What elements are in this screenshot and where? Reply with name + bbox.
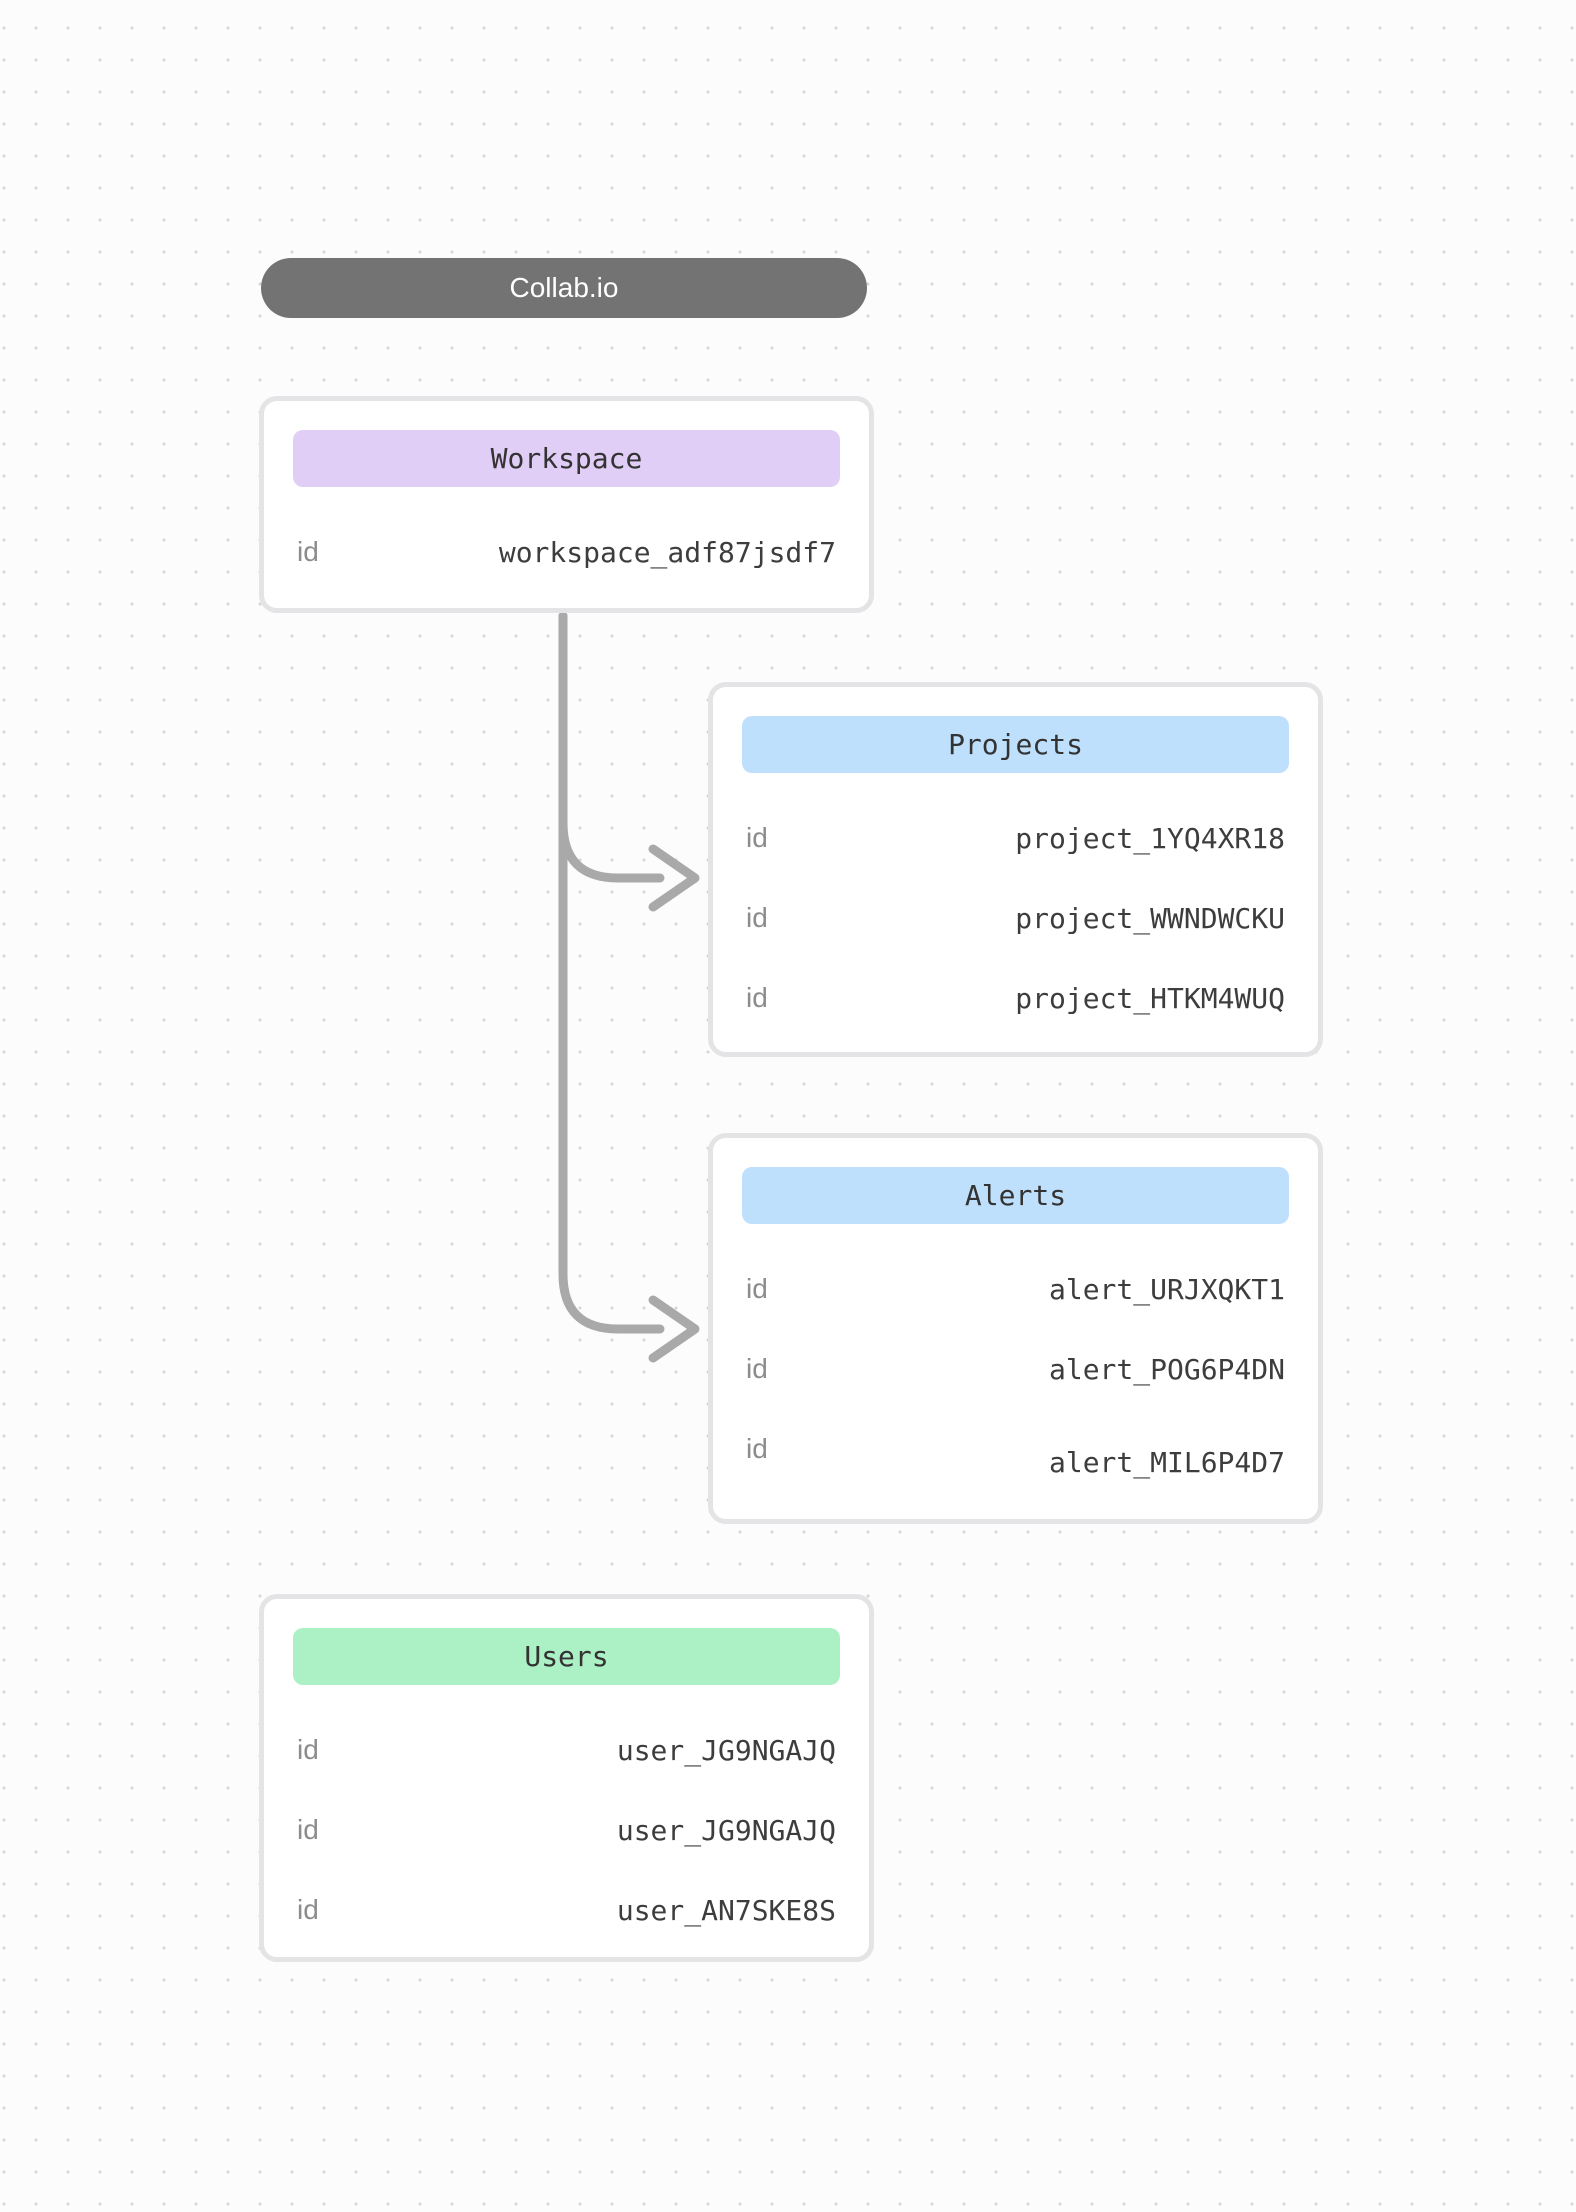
field-row: id user_AN7SKE8S: [297, 1870, 836, 1950]
field-label: id: [297, 1734, 319, 1765]
entity-title: Alerts: [964, 1179, 1067, 1212]
app-title-pill: Collab.io: [261, 258, 867, 318]
field-value: user_JG9NGAJQ: [616, 1733, 836, 1767]
field-value: user_AN7SKE8S: [616, 1893, 836, 1927]
entity-card-users[interactable]: Users id user_JG9NGAJQ id user_JG9NGAJQ …: [259, 1594, 874, 1962]
field-row: id alert_POG6P4DN: [746, 1329, 1285, 1409]
field-value: workspace_adf87jsdf7: [498, 535, 836, 569]
field-row: id workspace_adf87jsdf7: [297, 512, 836, 592]
connector-line: [558, 611, 665, 883]
field-label: id: [746, 1353, 768, 1384]
field-label: id: [297, 1894, 319, 1925]
field-value: alert_MIL6P4D7: [1048, 1445, 1285, 1479]
field-label: id: [297, 1814, 319, 1845]
entity-card-workspace[interactable]: Workspace id workspace_adf87jsdf7: [259, 396, 874, 613]
entity-title: Workspace: [490, 442, 643, 475]
field-row: id alert_MIL6P4D7: [746, 1409, 1285, 1489]
arrowhead-icon: [648, 844, 700, 912]
field-row: id alert_URJXQKT1: [746, 1249, 1285, 1329]
entity-header-projects: Projects: [742, 716, 1289, 773]
entity-card-projects[interactable]: Projects id project_1YQ4XR18 id project_…: [708, 682, 1323, 1057]
app-title: Collab.io: [509, 272, 619, 303]
entity-header-users: Users: [293, 1628, 840, 1685]
field-value: project_1YQ4XR18: [1015, 821, 1285, 855]
field-row: id project_1YQ4XR18: [746, 798, 1285, 878]
entity-rows: id project_1YQ4XR18 id project_WWNDWCKU …: [742, 798, 1289, 1038]
entity-rows: id alert_URJXQKT1 id alert_POG6P4DN id a…: [742, 1249, 1289, 1489]
arrowhead-icon: [648, 1295, 700, 1363]
field-value: project_WWNDWCKU: [1015, 901, 1285, 935]
connector-line: [558, 611, 665, 1334]
field-label: id: [746, 1433, 768, 1464]
field-value: user_JG9NGAJQ: [616, 1813, 836, 1847]
entity-header-workspace: Workspace: [293, 430, 840, 487]
field-label: id: [746, 902, 768, 933]
entity-card-alerts[interactable]: Alerts id alert_URJXQKT1 id alert_POG6P4…: [708, 1133, 1323, 1524]
field-row: id user_JG9NGAJQ: [297, 1710, 836, 1790]
field-value: alert_URJXQKT1: [1048, 1272, 1285, 1306]
field-value: alert_POG6P4DN: [1048, 1352, 1285, 1386]
connector-workspace-alerts: [558, 611, 700, 1363]
entity-title: Users: [524, 1640, 609, 1673]
field-row: id user_JG9NGAJQ: [297, 1790, 836, 1870]
entity-title: Projects: [948, 728, 1083, 761]
field-label: id: [746, 1273, 768, 1304]
entity-rows: id workspace_adf87jsdf7: [293, 512, 840, 592]
field-label: id: [746, 982, 768, 1013]
connector-workspace-projects: [558, 611, 700, 912]
field-row: id project_WWNDWCKU: [746, 878, 1285, 958]
field-label: id: [297, 536, 319, 567]
field-value: project_HTKM4WUQ: [1015, 981, 1285, 1015]
field-row: id project_HTKM4WUQ: [746, 958, 1285, 1038]
field-label: id: [746, 822, 768, 853]
entity-rows: id user_JG9NGAJQ id user_JG9NGAJQ id use…: [293, 1710, 840, 1950]
entity-header-alerts: Alerts: [742, 1167, 1289, 1224]
